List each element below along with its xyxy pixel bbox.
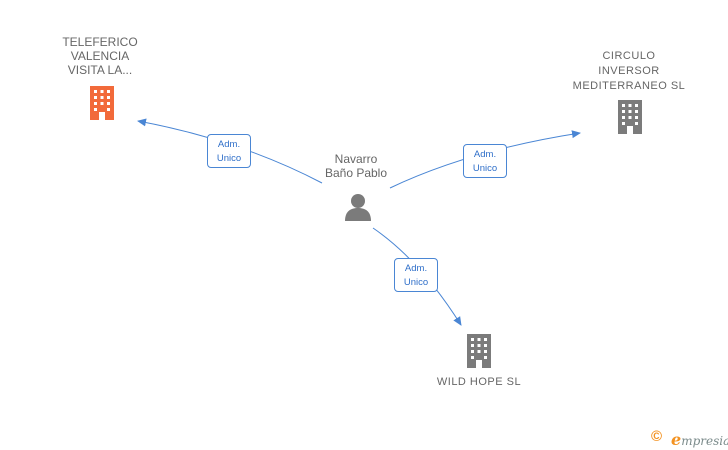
company-label-wildhope[interactable]: WILD HOPE SL <box>419 375 539 390</box>
edge-label-role[interactable]: Adm. Unico <box>463 144 507 178</box>
brand-name: mpresia <box>681 434 728 448</box>
building-icon[interactable] <box>463 333 495 369</box>
person-label-line: Navarro <box>334 152 378 166</box>
company-label-circulo[interactable]: CIRCULO INVERSOR MEDITERRANEO SL <box>564 49 694 94</box>
edge-label-role[interactable]: Adm. Unico <box>207 134 251 168</box>
building-icon[interactable] <box>614 99 646 135</box>
building-icon[interactable] <box>86 85 118 121</box>
edge-label-line: Unico <box>216 153 242 164</box>
edge-label-line: Unico <box>403 277 429 288</box>
person-label[interactable]: Navarro Baño Pablo <box>306 152 406 180</box>
copyright-symbol: © <box>651 428 663 445</box>
person-icon[interactable] <box>342 192 374 222</box>
brand-initial: e <box>671 430 682 449</box>
edge-label-role[interactable]: Adm. Unico <box>394 258 438 292</box>
company-label-line: MEDITERRANEO SL <box>572 80 686 92</box>
edge-label-line: Unico <box>472 163 498 174</box>
company-label-line: VALENCIA <box>70 49 130 63</box>
brand-logo[interactable]: empresia <box>671 430 728 449</box>
person-label-line: Baño Pablo <box>324 166 388 180</box>
edge-label-line: Adm. <box>217 139 241 150</box>
company-label-line: WILD HOPE SL <box>436 376 522 388</box>
company-label-line: VISITA LA... <box>67 63 133 77</box>
company-label-line: TELEFERICO <box>62 35 138 49</box>
company-label-line: CIRCULO <box>602 50 656 62</box>
edge-label-line: Adm. <box>473 149 497 160</box>
edge-label-line: Adm. <box>404 263 428 274</box>
company-label-teleferico[interactable]: TELEFERICO VALENCIA VISITA LA... <box>40 35 160 77</box>
company-label-line: INVERSOR <box>598 65 660 77</box>
